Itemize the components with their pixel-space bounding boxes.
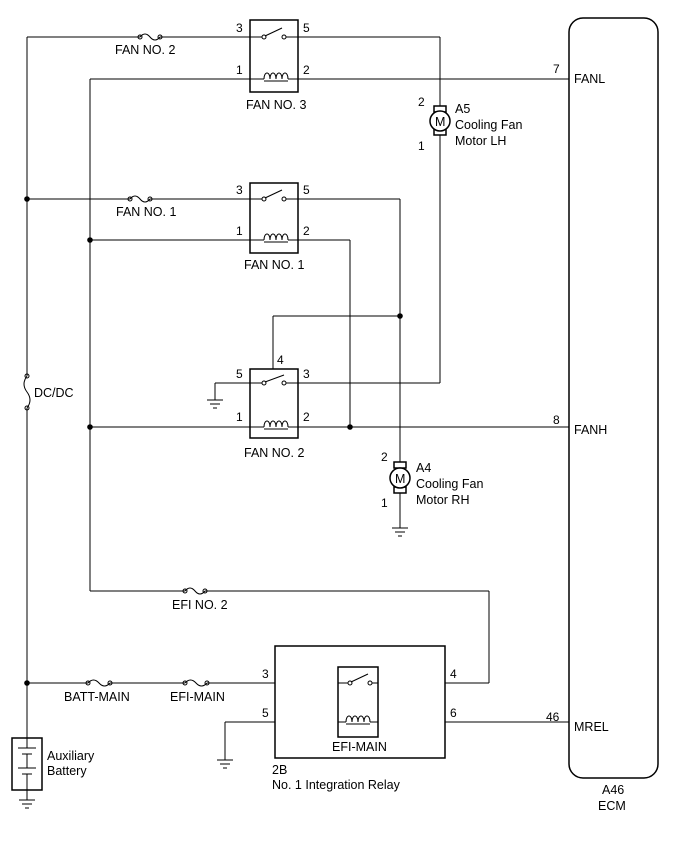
ecm-block: A46 ECM FANL 7 FANH 8 MREL 46 xyxy=(546,17,659,813)
motor-lh-line1: Cooling Fan xyxy=(455,118,522,132)
relay-efi-main-pin-4: 4 xyxy=(450,667,457,681)
wires xyxy=(26,36,569,800)
motor-rh-pin-top: 2 xyxy=(381,450,388,464)
motor-rh-line2: Motor RH xyxy=(416,493,469,507)
ground-icon xyxy=(207,399,223,409)
motor-lh-symbol: M xyxy=(435,115,445,129)
auxiliary-battery: Auxiliary Battery xyxy=(11,737,95,791)
fuse-label-fan-no2: FAN NO. 2 xyxy=(115,43,175,57)
fuse-efi-no2: EFI NO. 2 xyxy=(172,587,228,612)
fuse-batt-main: BATT-MAIN xyxy=(64,679,130,704)
relay-fan-no1-label: FAN NO. 1 xyxy=(244,258,304,272)
relay-fan-no3-pin-2: 2 xyxy=(303,63,310,77)
motor-lh-icon xyxy=(429,110,451,132)
integration-relay-connector: 2B xyxy=(272,763,287,777)
relay-fan-no2-box xyxy=(249,368,299,439)
ecm-terminal-fanl: FANL xyxy=(574,72,605,86)
relay-fan-no1-pin-3: 3 xyxy=(236,183,243,197)
relay-fan-no3-pin-5: 5 xyxy=(303,21,310,35)
motor-lh-line2: Motor LH xyxy=(455,134,506,148)
relay-efi-main-pin-6: 6 xyxy=(450,706,457,720)
fuse-efi-main: EFI-MAIN xyxy=(170,679,225,704)
motor-rh-line1: Cooling Fan xyxy=(416,477,483,491)
junctions xyxy=(24,196,403,686)
junction-dot xyxy=(24,680,30,686)
fuse-label-batt-main: BATT-MAIN xyxy=(64,690,130,704)
junction-dot xyxy=(87,424,93,430)
ecm-pin-mrel: 46 xyxy=(546,710,560,724)
relay-efi-main-pin-5: 5 xyxy=(262,706,269,720)
motor-rh-symbol: M xyxy=(395,472,405,486)
motor-rh: M 2 1 A4 Cooling Fan Motor RH xyxy=(381,450,483,510)
relay-efi-main-label: EFI-MAIN xyxy=(332,740,387,754)
relay-fan-no2-label: FAN NO. 2 xyxy=(244,446,304,460)
motor-rh-pin-bottom: 1 xyxy=(381,496,388,510)
relay-fan-no1: 3 5 1 2 FAN NO. 1 xyxy=(236,182,310,272)
motor-lh-pin-top: 2 xyxy=(418,95,425,109)
junction-dot xyxy=(397,313,403,319)
ecm-name: ECM xyxy=(598,799,626,813)
motor-lh: M 2 1 A5 Cooling Fan Motor LH xyxy=(418,95,522,153)
fuse-label-dcdc: DC/DC xyxy=(34,386,74,400)
relay-fan-no2-pin-5: 5 xyxy=(236,367,243,381)
ground-icon xyxy=(217,759,233,769)
fuse-dcdc: DC/DC xyxy=(23,373,74,411)
fuse-label-efi-no2: EFI NO. 2 xyxy=(172,598,228,612)
ground-icon xyxy=(19,799,35,809)
relay-fan-no2-pin-2: 2 xyxy=(303,410,310,424)
relay-efi-main-pin-3: 3 xyxy=(262,667,269,681)
motor-lh-id: A5 xyxy=(455,102,470,116)
relay-fan-no1-pin-1: 1 xyxy=(236,224,243,238)
relay-fan-no2-pin-3: 3 xyxy=(303,367,310,381)
relay-fan-no3-pin-1: 1 xyxy=(236,63,243,77)
relay-fan-no1-pin-5: 5 xyxy=(303,183,310,197)
relay-fan-no2-pin-4: 4 xyxy=(277,353,284,367)
junction-dot xyxy=(24,196,30,202)
relay-efi-main: 3 4 5 6 EFI-MAIN 2B No. 1 Integration Re… xyxy=(262,645,457,792)
relay-fan-no3-pin-3: 3 xyxy=(236,21,243,35)
ecm-terminal-fanh: FANH xyxy=(574,423,607,437)
relay-fan-no1-box xyxy=(249,182,299,254)
ecm-outline xyxy=(568,17,659,779)
battery-label-line2: Battery xyxy=(47,764,87,778)
battery-label-line1: Auxiliary xyxy=(47,749,95,763)
ecm-pin-fanl: 7 xyxy=(553,62,560,76)
motor-rh-icon xyxy=(389,467,411,489)
relay-fan-no2: 4 5 3 1 2 FAN NO. 2 xyxy=(236,353,310,460)
junction-dot xyxy=(347,424,353,430)
fuse-fan-no2: FAN NO. 2 xyxy=(115,33,175,57)
fuse-label-efi-main: EFI-MAIN xyxy=(170,690,225,704)
ecm-pin-fanh: 8 xyxy=(553,413,560,427)
relay-fan-no3-label: FAN NO. 3 xyxy=(246,98,306,112)
ecm-id: A46 xyxy=(602,783,624,797)
fuse-label-fan-no1: FAN NO. 1 xyxy=(116,205,176,219)
relay-fan-no3: 3 5 1 2 FAN NO. 3 xyxy=(236,19,310,112)
relay-efi-main-box xyxy=(337,666,379,738)
battery-icon xyxy=(18,738,36,790)
ecm-terminal-mrel: MREL xyxy=(574,720,609,734)
motor-rh-top-cap xyxy=(393,461,407,469)
motor-lh-pin-bottom: 1 xyxy=(418,139,425,153)
junction-dot xyxy=(87,237,93,243)
integration-relay-name: No. 1 Integration Relay xyxy=(272,778,401,792)
ground-icon xyxy=(392,527,408,537)
relay-fan-no2-pin-1: 1 xyxy=(236,410,243,424)
relay-fan-no1-pin-2: 2 xyxy=(303,224,310,238)
motor-rh-id: A4 xyxy=(416,461,431,475)
fuse-fan-no1: FAN NO. 1 xyxy=(116,195,176,219)
